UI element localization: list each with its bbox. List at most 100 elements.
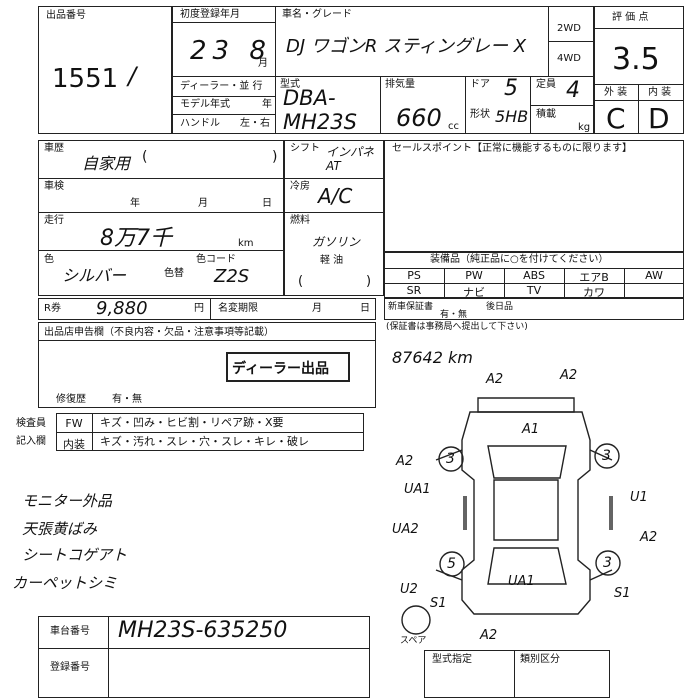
shaken-label: 車検 xyxy=(44,181,64,192)
row1-head: FW xyxy=(65,417,83,430)
model-year-unit: 年 xyxy=(262,99,272,110)
mark-u2-rear: U2 xyxy=(400,582,418,597)
warranty-box xyxy=(384,298,684,320)
dealer-stamp xyxy=(226,352,350,382)
int-label: 内 装 xyxy=(648,87,672,98)
mark-s1-left: S1 xyxy=(430,596,447,611)
sales-point-box xyxy=(384,140,684,252)
ext-value: C xyxy=(606,102,626,135)
fuel-label: 燃料 xyxy=(290,215,310,226)
fuel-value: ガソリン xyxy=(312,235,361,249)
mark-ua1-rear: UA1 xyxy=(508,574,535,589)
r-label: R券 xyxy=(44,303,61,314)
chassis-value: MH23S-635250 xyxy=(118,618,288,643)
recycle-box xyxy=(38,298,376,320)
equip-airbag[interactable]: エアB xyxy=(579,271,609,284)
mark-a2-right: A2 xyxy=(640,530,658,545)
equip-tv[interactable]: TV xyxy=(526,284,542,297)
shape-value: 5HB xyxy=(495,107,529,126)
shape-label: 形状 xyxy=(470,109,490,120)
type-value: DBA-MH23S xyxy=(283,86,357,134)
mark-u1-right: U1 xyxy=(630,490,648,505)
inspector-label: 検査員 xyxy=(16,418,46,429)
equip-sr[interactable]: SR xyxy=(406,284,422,297)
expiry-label: 名変期限 xyxy=(218,303,258,314)
sales-point-label: セールスポイント【正常に機能するものに限ります】 xyxy=(392,143,632,154)
score-label: 評 価 点 xyxy=(612,12,649,23)
usage-paren-open: ( xyxy=(142,149,148,165)
equip-abs[interactable]: ABS xyxy=(523,269,545,282)
r-value: 9,880 xyxy=(96,298,148,319)
class-label: 類別区分 xyxy=(520,654,560,665)
diesel-label: 軽 油 xyxy=(320,255,344,266)
footer-box xyxy=(424,650,610,698)
int-value: D xyxy=(648,102,670,135)
handle-options: 左・右 xyxy=(240,118,270,129)
ext-label: 外 装 xyxy=(604,87,628,98)
lot-box xyxy=(38,6,172,134)
reg-label: 登録番号 xyxy=(50,662,90,673)
shift-options: インパネ AT xyxy=(326,145,375,173)
usage-value: 自家用 xyxy=(82,154,131,173)
row2-head: 内装 xyxy=(63,438,85,451)
load-label: 積載 xyxy=(536,109,556,120)
load-unit: kg xyxy=(578,122,591,133)
drive-4wd[interactable]: 4WD xyxy=(557,53,581,64)
first-reg-value: 23 8 xyxy=(190,36,272,66)
expiry-month: 月 xyxy=(312,303,322,314)
equip-leather[interactable]: カワ xyxy=(583,286,605,299)
chassis-label: 車台番号 xyxy=(50,626,90,637)
displacement-label: 排気量 xyxy=(385,79,415,90)
row1-items: キズ・凹み・ヒビ割・リペア跡・X要 xyxy=(100,416,284,429)
mark-s1-right: S1 xyxy=(614,586,631,601)
mileage-value: 8万7千 xyxy=(100,226,172,251)
note-line-1: モニター外品 xyxy=(22,492,113,510)
color-code-value: Z2S xyxy=(214,266,250,287)
repair-label: 修復歴 xyxy=(56,394,86,405)
r-unit: 円 xyxy=(194,303,204,314)
repair-options[interactable]: 有・無 xyxy=(112,394,142,405)
equip-navi[interactable]: ナビ xyxy=(463,286,485,299)
vehicle-info-box xyxy=(172,6,594,134)
mark-5-rl: 5 xyxy=(447,556,456,572)
car-name-value: DJ ワゴンR スティングレー X xyxy=(286,36,527,57)
capacity-label: 定員 xyxy=(536,79,556,90)
color-value: シルバー xyxy=(62,266,127,285)
row2-items: キズ・汚れ・スレ・穴・スレ・キレ・破レ xyxy=(100,435,309,448)
equip-aw[interactable]: AW xyxy=(645,269,663,282)
mark-3-fr: 3 xyxy=(602,448,611,464)
score-value: 3.5 xyxy=(612,42,660,77)
note-line-3: シートコゲアト xyxy=(22,546,128,564)
mark-3-rr: 3 xyxy=(603,555,612,571)
drive-2wd[interactable]: 2WD xyxy=(557,23,581,34)
shaken-day: 日 xyxy=(262,198,272,209)
color-change-label: 色替 xyxy=(164,268,184,279)
handle-label: ハンドル xyxy=(180,118,220,129)
equipment-box xyxy=(384,252,684,298)
notes-box xyxy=(38,322,376,408)
color-label: 色 xyxy=(44,254,54,265)
warranty-options[interactable]: 有・無 xyxy=(440,310,468,320)
dealer-stamp-text: ディーラー出品 xyxy=(232,361,330,377)
doors-value: 5 xyxy=(504,76,518,101)
chassis-box xyxy=(38,616,370,698)
mark-a1-hood: A1 xyxy=(522,422,540,437)
spare-label: スペア xyxy=(400,636,427,646)
car-name-label: 車名・グレード xyxy=(282,9,352,20)
shaken-month: 月 xyxy=(198,198,208,209)
equip-ps[interactable]: PS xyxy=(407,269,421,282)
lot-number: 1551 xyxy=(52,64,119,94)
note-line-4: カーペットシミ xyxy=(12,574,118,592)
score-box xyxy=(594,6,684,134)
doors-label: ドア xyxy=(470,79,490,90)
lot-slash: / xyxy=(128,62,137,90)
notes-title: 出品店申告欄（不良内容・欠品・注意事項等記載） xyxy=(44,327,274,338)
mileage-unit: km xyxy=(238,238,254,249)
displacement-value: 660 xyxy=(396,104,442,132)
mileage-note: 87642 km xyxy=(392,348,473,367)
spec-box xyxy=(284,140,384,296)
equip-pw[interactable]: PW xyxy=(465,269,483,282)
mileage-label: 走行 xyxy=(44,215,64,226)
equipment-title: 装備品（純正品に○を付けてください） xyxy=(430,254,609,265)
